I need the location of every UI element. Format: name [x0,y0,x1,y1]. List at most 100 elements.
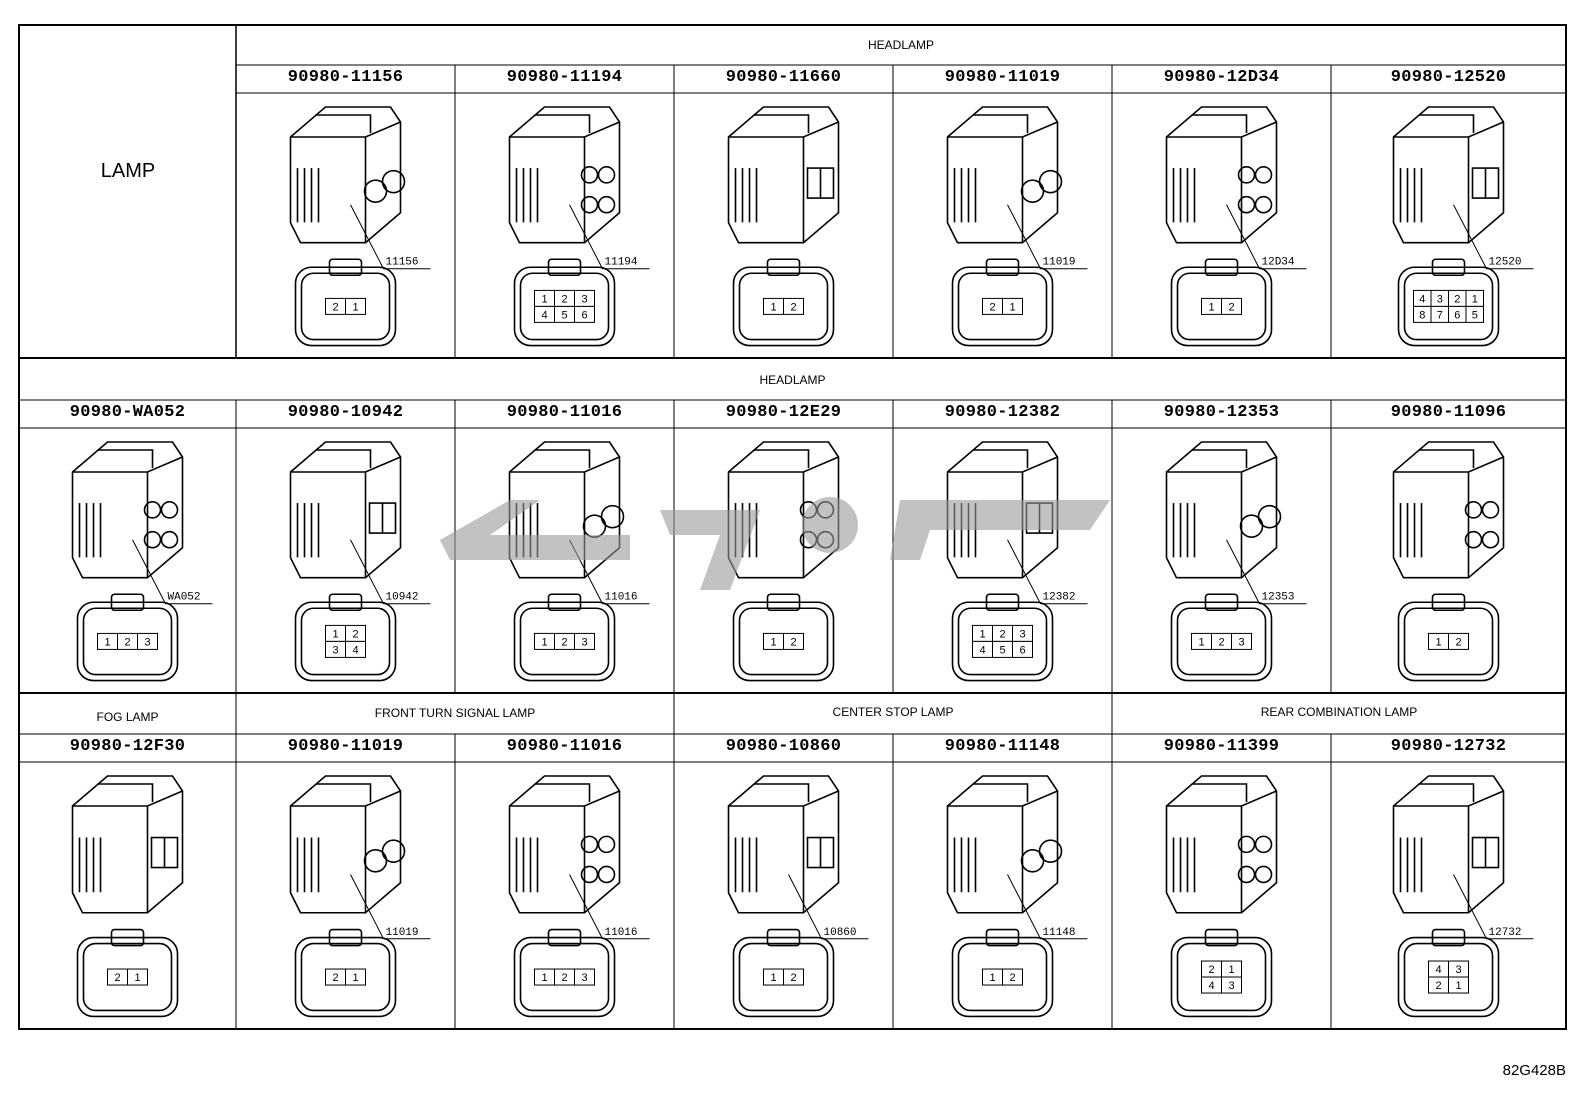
pin-number: 1 [332,628,338,640]
pin-cell [1012,640,1033,658]
section-front-turn-signal: FRONT TURN SIGNAL LAMP [374,706,536,720]
pin-number: 3 [581,636,587,648]
part-number: 90980-12E29 [725,403,842,422]
pin-cell [1448,976,1469,994]
connector-front-view [1397,593,1500,682]
pin-number: 1 [1435,636,1441,648]
pin-cell [1002,297,1023,315]
connector-front-view [513,258,616,347]
connector-front-view [294,593,397,682]
pin-number: 2 [1208,964,1214,976]
pin-number: 2 [332,301,338,313]
callout-label: 12D34 [1262,257,1295,269]
pin-number: 1 [352,972,358,984]
pin-number: 6 [1454,309,1460,321]
callout-label: 12520 [1489,257,1522,269]
pin-number: 2 [790,972,796,984]
callout-label: 11016 [605,927,638,939]
callout-leader [569,874,650,940]
part-number: 90980-10860 [725,737,842,756]
pin-number: 1 [541,293,547,305]
pin-number: 2 [1435,980,1441,992]
section-headlamp-1: HEADLAMP [867,38,935,52]
connector-front-view [1170,593,1273,682]
callout-label: 11019 [1043,257,1076,269]
callout-leader [350,539,431,605]
part-number: 90980-11019 [944,68,1061,87]
pin-number: 3 [1437,293,1443,305]
connector-front-view [951,928,1054,1018]
pin-cell [1231,632,1252,650]
part-number: 90980-11096 [1390,403,1507,422]
callout-label: 11156 [386,257,419,269]
connector-front-view [1170,258,1273,347]
pin-number: 3 [144,636,150,648]
part-number: 90980-12382 [944,403,1061,422]
pin-cell [345,968,366,986]
pin-cell [127,968,148,986]
callout-leader [569,204,650,270]
pin-number: 1 [1228,964,1234,976]
pin-number: 6 [581,309,587,321]
pin-number: 2 [1455,636,1461,648]
pin-number: 5 [1472,309,1478,321]
part-number: 90980-12D34 [1163,68,1280,87]
connector-front-view [1397,928,1500,1018]
pin-number: 3 [1455,964,1461,976]
pin-number: 2 [561,636,567,648]
pin-number: 1 [1009,301,1015,313]
part-number: 90980-11148 [944,737,1061,756]
part-number: 90980-11016 [506,403,623,422]
pin-number: 2 [561,293,567,305]
pin-number: 2 [352,628,358,640]
connector-front-view [732,928,835,1018]
part-number: 90980-12F30 [69,737,186,756]
pin-number: 4 [1208,980,1214,992]
pin-number: 2 [1009,972,1015,984]
lamp-label: LAMP [100,160,156,182]
callout-label: 10942 [386,592,419,604]
callout-leader [1007,204,1088,270]
pin-number: 3 [1228,980,1234,992]
connector-front-view [732,593,835,682]
connector-front-view [513,928,616,1018]
pin-cell [1221,297,1242,315]
pin-number: 1 [989,972,995,984]
connector-front-view [76,593,179,682]
callout-label: 12732 [1489,927,1522,939]
pin-number: 1 [979,628,985,640]
part-number: 90980-11156 [287,68,404,87]
pin-number: 1 [1198,636,1204,648]
figure-code: 82G428B [1502,1062,1566,1079]
connector-cell: 2 1 4 3 [1114,764,1329,1027]
connector-drawing: 2 1 4 3 [1165,775,1278,1018]
pin-number: 3 [581,293,587,305]
pin-number: 2 [1454,293,1460,305]
section-center-stop: CENTER STOP LAMP [832,705,954,719]
part-number: 90980-11019 [287,737,404,756]
pin-number: 3 [581,972,587,984]
